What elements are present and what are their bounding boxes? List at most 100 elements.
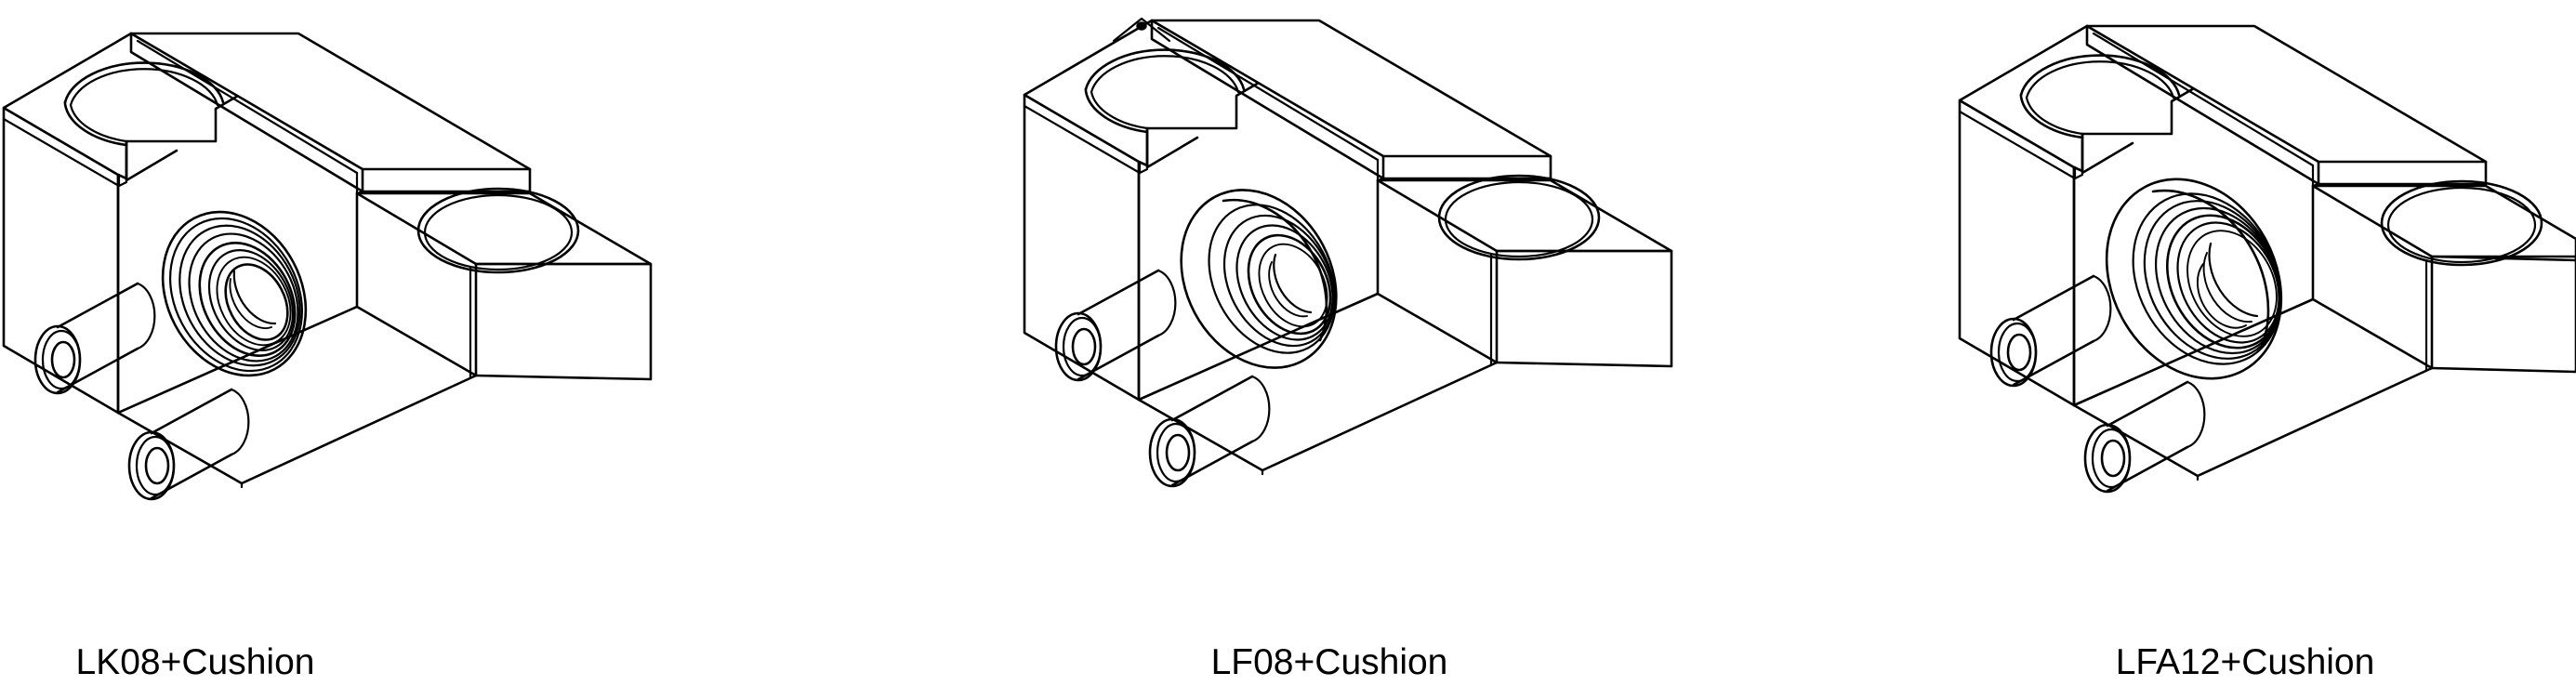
part-body-1 bbox=[2, 32, 653, 501]
bore-ring-o4-1 bbox=[188, 232, 299, 363]
top-counterbore-arc-inner-2 bbox=[1090, 55, 1240, 94]
boss-lower-back-arc-3 bbox=[2186, 380, 2206, 449]
top-counterbore-pocket-wall-2 bbox=[1084, 87, 1149, 134]
boss-lower-rim-inner-2 bbox=[1156, 422, 1196, 483]
top-counterbore-arc-inner-3 bbox=[2025, 60, 2175, 99]
boss-lower-barrel-3 bbox=[2106, 380, 2189, 428]
deck-edge-inner-2 bbox=[1138, 167, 1149, 175]
top-counterbore-arc-inner-1 bbox=[69, 68, 219, 107]
figure-item-3 bbox=[1915, 0, 2576, 699]
dome-ring-4-2 bbox=[1247, 233, 1332, 336]
boss-lower-barrel-1 bbox=[150, 388, 233, 435]
bore-ring-o8-1 bbox=[224, 263, 289, 341]
top-counterbore-pocket-wall-3b-3 bbox=[2025, 96, 2084, 136]
top-apex-peak-2 bbox=[1112, 17, 1171, 43]
right-top-counterbore-inner-2 bbox=[1444, 180, 1594, 258]
right-top-counterbore-outer-2 bbox=[1437, 174, 1601, 261]
raised-rail-left-skirt-2 bbox=[1150, 19, 1385, 180]
raised-rail-front-1 bbox=[361, 167, 532, 193]
isometric-part-drawing-1 bbox=[2, 32, 653, 501]
figure-item-1 bbox=[0, 0, 669, 699]
boss-lower-rim-inner-1 bbox=[135, 435, 176, 496]
bore-ring-o5-1 bbox=[198, 242, 297, 357]
top-counterbore-pocket-wall-2-1 bbox=[69, 103, 128, 143]
raised-rail-left-skirt-inner-1 bbox=[136, 39, 359, 175]
boss-upper-back-arc-2 bbox=[1156, 269, 1177, 337]
dome-inner-sweep-2 bbox=[1273, 253, 1313, 314]
caption-item-2: LF08+Cushion bbox=[1210, 642, 1448, 682]
boss-lower-1 bbox=[127, 388, 250, 501]
isometric-part-drawing-3 bbox=[1958, 24, 2576, 494]
boss-upper-1 bbox=[33, 282, 156, 395]
deck-notch-3 bbox=[2081, 132, 2134, 175]
boss-upper-hole-1 bbox=[50, 340, 76, 379]
dome-ring-1-2 bbox=[1208, 204, 1336, 354]
dome-crest-2 bbox=[1222, 198, 1328, 342]
boss-lower-2 bbox=[1148, 375, 1271, 488]
boss-upper-rim-inner-2 bbox=[1062, 316, 1103, 377]
front-face-bottom-1 bbox=[116, 374, 478, 485]
raised-rail-left-skirt-1 bbox=[129, 32, 364, 193]
front-face-bottom-3 bbox=[2072, 366, 2434, 478]
right-top-counterbore-inner-3 bbox=[2386, 186, 2537, 264]
bore-ring-4-3 bbox=[2165, 214, 2282, 350]
bore-inner-sweep-2-1 bbox=[229, 278, 272, 330]
boss-upper-back-arc-1 bbox=[136, 282, 156, 350]
front-face-outline-2 bbox=[1137, 160, 1380, 402]
right-block-front-1 bbox=[355, 191, 478, 377]
boss-upper-2 bbox=[1054, 269, 1177, 382]
caption-item-3: LFA12+Cushion bbox=[2115, 642, 2375, 682]
bore-ring-o2-1 bbox=[169, 217, 303, 373]
boss-upper-barrel-1 bbox=[56, 282, 139, 329]
deck-edge-inner-1 bbox=[117, 180, 128, 188]
boss-upper-barrel-2 bbox=[1077, 269, 1160, 316]
caption-item-1: LK08+Cushion bbox=[75, 642, 315, 682]
dome-ring-3-2 bbox=[1235, 224, 1334, 341]
raised-rail-left-skirt-inner-3 bbox=[2092, 32, 2315, 167]
boss-upper-barrel-3 bbox=[2012, 274, 2095, 322]
top-counterbore-pocket-wall-2b-2 bbox=[1090, 90, 1149, 130]
top-pin-hole-2[interactable] bbox=[1136, 21, 1147, 31]
boss-upper-3 bbox=[1989, 274, 2112, 388]
boss-lower-rim-inner-3 bbox=[2091, 428, 2132, 489]
boss-lower-back-arc-1 bbox=[230, 388, 250, 456]
right-block-right-2 bbox=[1495, 249, 1673, 368]
part-body-2 bbox=[1023, 17, 1673, 488]
deck-notch-1 bbox=[125, 139, 178, 182]
right-block-front-3 bbox=[2311, 184, 2434, 370]
bore-ring-6-3 bbox=[2186, 230, 2278, 337]
bore-ring-o3-1 bbox=[178, 224, 301, 367]
boss-lower-hole-3 bbox=[2100, 439, 2126, 478]
right-block-right-3 bbox=[2430, 255, 2576, 374]
domed-boss-2 bbox=[1180, 189, 1338, 369]
right-block-right-1 bbox=[474, 262, 653, 381]
part-body-3 bbox=[1958, 24, 2576, 494]
isometric-part-drawing-2 bbox=[1023, 17, 1673, 488]
right-top-counterbore-outer-1 bbox=[416, 187, 580, 274]
bore-ring-o6-1 bbox=[207, 249, 295, 351]
bore-ring-1-3 bbox=[2132, 192, 2282, 365]
bore-inner-sweep-c-3 bbox=[2196, 263, 2247, 329]
dome-ring-5-2 bbox=[1258, 243, 1328, 328]
large-bore-3 bbox=[2105, 178, 2283, 380]
right-block-front-2 bbox=[1376, 178, 1499, 364]
right-block-top-2 bbox=[1376, 178, 1673, 253]
boss-lower-barrel-2 bbox=[1170, 375, 1254, 422]
front-face-bottom-2 bbox=[1137, 361, 1499, 472]
boss-upper-back-arc-3 bbox=[2092, 274, 2112, 343]
boss-upper-rim-inner-1 bbox=[41, 329, 82, 390]
raised-rail-left-skirt-inner-2 bbox=[1156, 26, 1380, 162]
deck-edge-inner-3 bbox=[2073, 173, 2084, 180]
right-block-top-1 bbox=[355, 191, 653, 266]
figure-item-2 bbox=[1004, 0, 1673, 699]
top-counterbore-pocket-wall-1 bbox=[63, 100, 128, 147]
bore-inner-sweep-3 bbox=[2208, 242, 2259, 318]
dome-inner-sweep-2b-2 bbox=[1268, 261, 1308, 318]
bore-outer-3 bbox=[2105, 178, 2283, 380]
bore-ring-o1-1 bbox=[161, 210, 308, 377]
boss-lower-hole-1 bbox=[144, 446, 170, 485]
dome-outer-2 bbox=[1180, 189, 1338, 369]
raised-rail-front-3 bbox=[2317, 160, 2488, 186]
right-top-counterbore-inner-1 bbox=[423, 193, 574, 271]
